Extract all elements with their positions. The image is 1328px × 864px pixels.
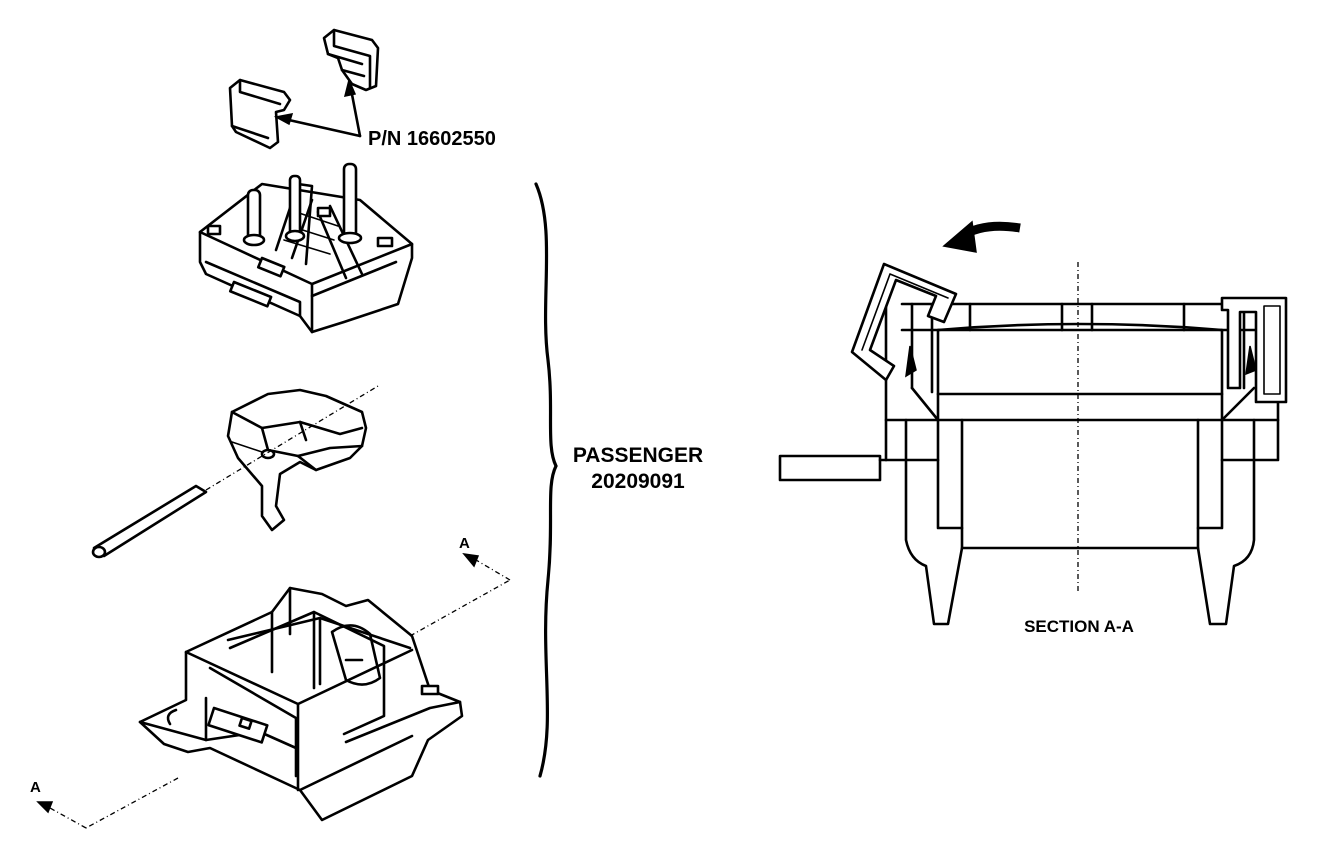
grouping-brace (534, 182, 558, 778)
view-marker-upper: A (459, 535, 470, 552)
section-cut-line (36, 552, 511, 829)
retainer-clip-upper (322, 28, 380, 92)
part-number-leaders (273, 77, 362, 138)
lever-bracket (226, 388, 368, 532)
section-a-a-view (778, 220, 1288, 626)
pin-axis-line (205, 385, 379, 491)
section-label: SECTION A-A (1024, 617, 1134, 636)
pivot-pin (91, 484, 208, 559)
view-marker-lower: A (30, 779, 41, 796)
passenger-label: PASSENGER (573, 444, 703, 467)
part-number-label: P/N 16602550 (368, 128, 496, 150)
connector-housing-top (198, 162, 414, 334)
connector-base-housing (138, 586, 464, 822)
passenger-part-number: 20209091 (591, 470, 685, 493)
retainer-clip-lower (228, 78, 292, 150)
